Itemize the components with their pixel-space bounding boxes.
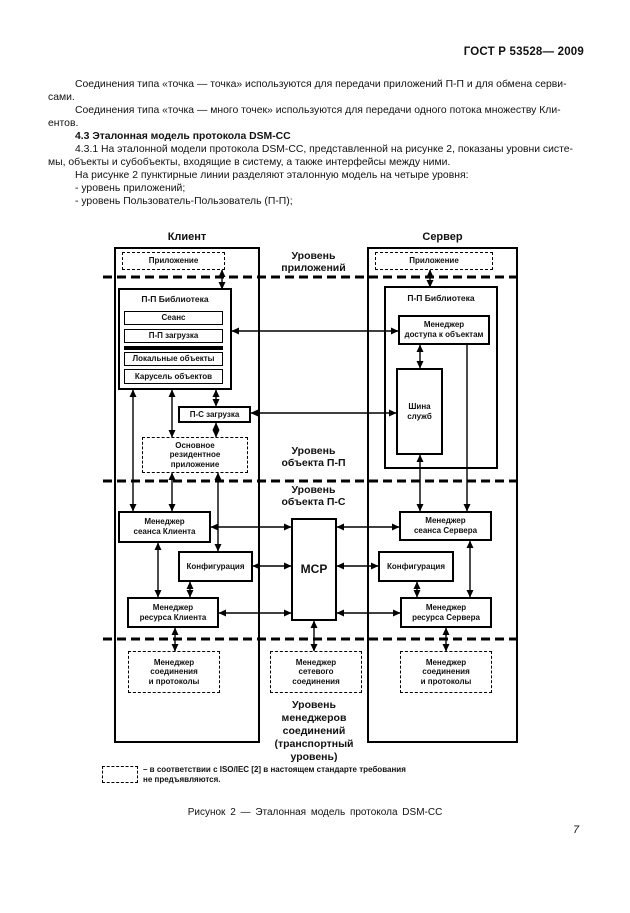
- server-configuration-box: Конфигурация: [378, 551, 454, 582]
- level-transport-label: Уровень менеджеров соединений (транспорт…: [274, 699, 354, 763]
- client-resource-manager-box: Менеджер ресурса Клиента: [127, 597, 219, 628]
- level-uu-object-label: Уровень объекта П-П: [281, 445, 346, 469]
- doc-header: ГОСТ Р 53528— 2009: [463, 46, 584, 58]
- body-text: Соединения типа «точка — точка» использу…: [48, 78, 606, 208]
- legend-swatch: [102, 766, 138, 783]
- list-item-1: - уровень приложений;: [75, 183, 186, 194]
- server-library-box: [384, 286, 498, 469]
- server-title: Сервер: [422, 231, 463, 243]
- page-number: 7: [573, 824, 580, 836]
- server-connection-manager-box: Менеджер соединения и протоколы: [400, 651, 492, 693]
- client-session-manager-box: Менеджер сеанса Клиента: [118, 511, 211, 543]
- server-container: [367, 247, 518, 743]
- server-resource-manager-box: Менеджер ресурса Сервера: [400, 597, 492, 628]
- library-item-uu-download: П-П загрузка: [124, 329, 223, 343]
- library-item-object-carousel: Карусель объектов: [124, 369, 223, 384]
- paragraph-4: На рисунке 2 пунктирные линии разделяют …: [75, 170, 469, 181]
- level-applications-label: Уровень приложений: [281, 250, 346, 274]
- resident-app-box: Основное резидентное приложение: [142, 437, 248, 473]
- client-application-box: Приложение: [122, 252, 225, 270]
- figure-caption: Рисунок 2 — Эталонная модель протокола D…: [187, 807, 443, 818]
- paragraph-2: Соединения типа «точка — много точек» ис…: [48, 105, 561, 129]
- paragraph-1: Соединения типа «точка — точка» использу…: [48, 79, 567, 103]
- paragraph-3: 4.3.1 На эталонной модели протокола DSM-…: [48, 144, 573, 168]
- client-connection-manager-box: Менеджер соединения и протоколы: [128, 651, 220, 693]
- library-item-local-objects: Локальные объекты: [124, 352, 223, 366]
- legend-text: – в соответствии с ISO/IEC [2] в настоящ…: [143, 765, 406, 784]
- object-access-manager-box: Менеджер доступа к объектам: [398, 315, 490, 345]
- level-un-object-label: Уровень объекта П-С: [281, 484, 346, 508]
- mcp-box: МСР: [291, 518, 337, 621]
- client-library-box: [118, 288, 232, 390]
- un-download-box: П-С загрузка: [178, 406, 251, 423]
- client-title: Клиент: [167, 231, 207, 243]
- server-library-title: П-П Библиотека: [407, 293, 475, 303]
- network-connection-manager-box: Менеджер сетевого соединения: [270, 651, 362, 693]
- section-heading-4-3: 4.3 Эталонная модель протокола DSM-CC: [75, 131, 291, 142]
- list-item-2: - уровень Пользователь-Пользователь (П-П…: [75, 196, 293, 207]
- library-divider-bar: [124, 346, 223, 350]
- server-application-box: Приложение: [375, 252, 493, 270]
- service-bus-box: Шина служб: [396, 368, 443, 455]
- client-configuration-box: Конфигурация: [178, 551, 253, 582]
- client-container: [114, 247, 260, 743]
- server-session-manager-box: Менеджер сеанса Сервера: [399, 511, 492, 541]
- client-library-title: П-П Библиотека: [141, 294, 209, 304]
- library-item-session: Сеанс: [124, 311, 223, 325]
